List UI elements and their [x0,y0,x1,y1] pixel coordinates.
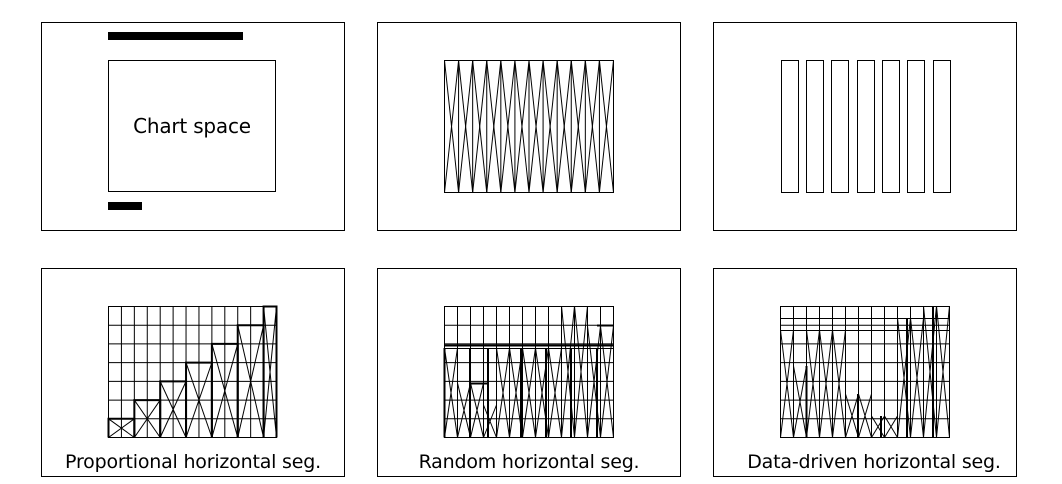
segment-diagonal [832,329,846,438]
segment-diagonal [806,329,820,438]
bar-outline [857,60,875,193]
step-diagonal [211,343,239,438]
segment-diagonal [496,347,510,438]
panel-layout: Chart space [41,22,345,231]
title-placeholder-bar [108,32,243,40]
segment-diagonal [845,393,859,438]
panel-frame [713,22,1017,231]
segment-diagonal [483,404,497,438]
panel-frame [377,22,681,231]
caption-random-horizontal: Random horizontal seg. [419,451,640,473]
panel-frame [41,268,345,477]
chart-space-label: Chart space [133,114,251,138]
strip-diagonal [472,60,488,193]
segment-diagonal [793,365,807,438]
strip-diagonal [458,60,474,193]
segment-diagonal [858,393,872,438]
step-diagonal [185,362,213,438]
segment-diagonal [897,317,911,438]
segment-diagonal [819,329,833,438]
panel-random-horizontal: Random horizontal seg. [377,268,681,477]
segment-diagonal [923,305,937,438]
segment-diagonal [600,325,614,438]
bar-outline [781,60,799,193]
data-driven-grid [780,305,950,438]
strip-diagonal [584,60,600,193]
step-diagonal [263,306,277,438]
step-diagonal [133,399,161,438]
segment-diagonal [884,415,898,438]
bar-outline [806,60,824,193]
panel-frame [41,22,345,231]
chart-space-box [108,60,276,192]
bar-outline [933,60,951,193]
grid-frame [780,306,950,438]
segment-diagonal [457,382,471,438]
segment-diagonal [444,347,458,438]
segment-diagonal [574,305,588,438]
strip-diagonal [598,60,614,193]
strip-diagonal [500,60,516,193]
step-diagonal [237,325,265,438]
strip-diagonal [486,60,502,193]
strip-diagonal [556,60,572,193]
panel-data-driven: Data-driven horizontal seg. [713,268,1017,477]
segment-diagonal [910,317,924,438]
strip-diagonal [444,60,460,193]
random-horizontal-grid [443,305,614,438]
strip-diagonal [514,60,530,193]
panel-frame [377,268,681,477]
bar-outline [882,60,900,193]
caption-data-driven: Data-driven horizontal seg. [747,451,1000,473]
panel-proportional: Proportional horizontal seg. [41,268,345,477]
panel-bars [713,22,1017,231]
panel-random-vertical [377,22,681,231]
bar-outlines [781,60,951,193]
segment-diagonal [780,329,794,438]
caption-proportional: Proportional horizontal seg. [65,451,321,473]
segment-diagonal [587,325,601,438]
bar-outline [831,60,849,193]
segment-diagonal [548,347,562,438]
strip-diagonal [570,60,586,193]
segment-diagonal [936,305,950,438]
panel-frame [713,268,1017,477]
segment-diagonal [561,305,575,438]
step-outline [262,305,278,438]
segment-diagonal [470,382,484,438]
segment-diagonal [522,347,536,438]
strip-diagonal [542,60,558,193]
step-diagonal [108,418,135,438]
caption-placeholder-bar [108,202,142,210]
bar-outline [907,60,925,193]
step-diagonal [159,381,187,438]
vertical-segments-grid [444,60,614,193]
strip-diagonal [528,60,544,193]
segment-diagonal [871,415,885,438]
proportional-grid [107,305,278,438]
